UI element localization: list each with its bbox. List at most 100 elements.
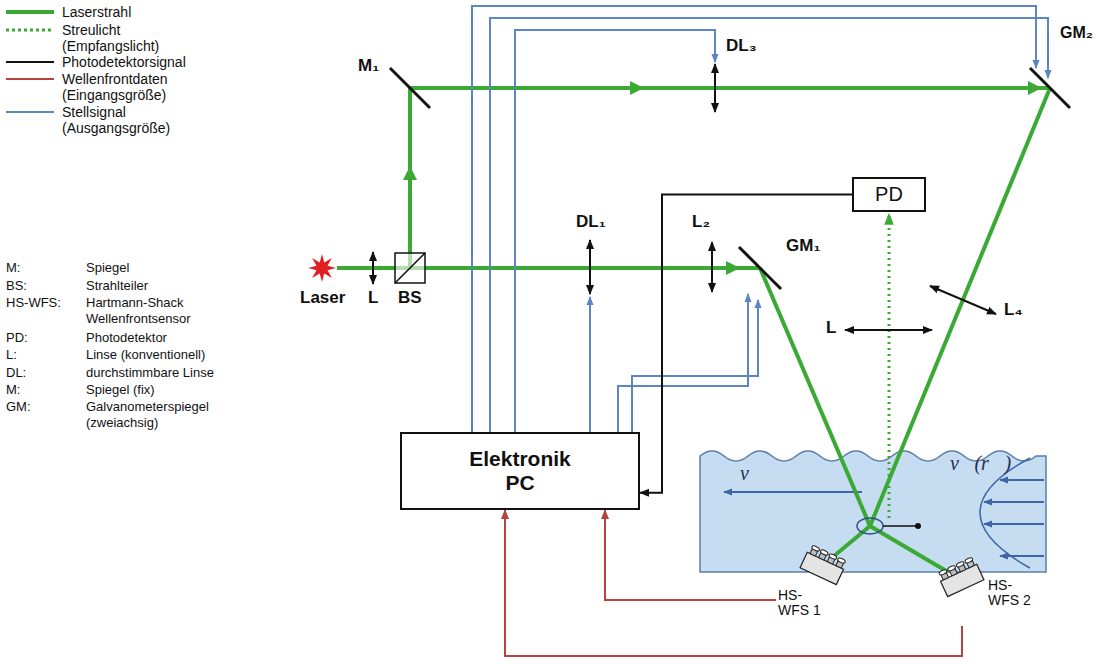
lenslet — [818, 549, 829, 561]
abbreviation-text: Photodetektor — [86, 330, 167, 346]
profile-arrow — [984, 523, 1044, 525]
photodetector-signal — [640, 195, 852, 493]
lenslet-lens — [828, 553, 837, 560]
abbreviation-key: DL: — [6, 365, 26, 381]
abbreviation-text: Linse (konventionell) — [86, 347, 205, 363]
component-label: GM₂ — [1060, 24, 1093, 42]
lenslet — [835, 557, 846, 569]
velocity-field-symbol: v⃗(r⃗) — [950, 452, 1011, 475]
beam-arrowhead — [630, 81, 644, 95]
lens-symbol — [372, 252, 374, 284]
abbreviation-text: Spiegel — [86, 260, 129, 276]
component-label: L₄ — [1004, 300, 1023, 320]
velocity-profile — [980, 458, 1030, 568]
legend-line-sample — [6, 78, 54, 80]
photodetector-box: PD — [852, 177, 926, 212]
laser-beams — [337, 88, 1050, 572]
beam-splitter — [395, 253, 425, 283]
lens-symbol — [930, 286, 996, 314]
control-wire — [618, 294, 748, 432]
abbreviation-key: L: — [6, 347, 17, 363]
wavefront-sensor: HS- WFS 1 — [776, 546, 862, 622]
abbreviation-text: Spiegel (fix) — [86, 382, 155, 398]
component-label: Laser — [300, 288, 345, 308]
legend-line-sample — [6, 111, 54, 113]
abbreviation-text: Strahlteiler — [86, 278, 148, 294]
sensor-body-group — [937, 556, 984, 596]
component-label: BS — [398, 288, 422, 308]
connector-group — [505, 195, 962, 657]
water-channel — [700, 451, 1046, 572]
sensor-body-group — [800, 544, 847, 584]
abbreviation-key: M: — [6, 382, 20, 398]
abbreviation-text: durchstimmbare Linse — [86, 365, 214, 381]
legend-text: Laserstrahl — [62, 4, 131, 20]
node-text: HS- WFS 1 — [778, 588, 826, 618]
galvo-mirror — [739, 247, 781, 289]
profile-arrow — [1000, 479, 1044, 481]
abbreviation-key: PD: — [6, 330, 28, 346]
abbreviation-key: M: — [6, 260, 20, 276]
laser-beam — [834, 88, 1050, 556]
lenses — [373, 64, 996, 330]
component-label: DL₃ — [726, 36, 757, 56]
lens-symbol — [711, 242, 713, 292]
lenslet-lens — [820, 549, 829, 556]
mirror — [390, 68, 430, 108]
legend-text: Streulicht (Empfangslicht) — [62, 22, 159, 54]
beam-arrowhead — [403, 166, 417, 180]
beam-arrowheads — [403, 81, 1042, 275]
legend-text: Photodetektorsignal — [62, 54, 186, 70]
legend-line-sample — [6, 61, 54, 63]
lenslet-lens — [837, 557, 846, 564]
lenslet — [809, 545, 820, 557]
profile-arrow — [984, 501, 1044, 503]
abbreviation-key: HS-WFS: — [6, 295, 61, 311]
component-label: DL₁ — [576, 212, 606, 232]
control-wire — [490, 18, 1048, 432]
lenslet-lens — [956, 561, 965, 568]
control-wire — [515, 30, 715, 432]
lens-symbol — [589, 240, 591, 294]
node-text: HS- WFS 2 — [988, 578, 1036, 608]
control-wire — [589, 297, 591, 432]
laser-source — [308, 254, 336, 282]
lenslet-lens — [939, 569, 948, 576]
node-text: PD — [875, 183, 903, 206]
control-wire — [632, 300, 758, 432]
position-line — [883, 525, 918, 527]
wavefront-data — [505, 510, 962, 656]
position-dot — [915, 523, 921, 529]
lenslet — [826, 553, 837, 565]
component-label: GM₁ — [786, 236, 820, 256]
component-label: L₂ — [692, 212, 710, 232]
component-label: L — [826, 318, 836, 338]
galvo-mirror — [1030, 68, 1070, 108]
abbreviation-key: BS: — [6, 278, 27, 294]
velocity-arrow — [724, 491, 862, 493]
electronics-box: Elektronik PC — [400, 432, 640, 510]
abbreviation-text: Galvanometerspiegel (zweiachsig) — [86, 399, 209, 431]
lenslet-lens — [811, 545, 820, 552]
beam-splitter-face — [395, 253, 425, 283]
measurement-volume — [857, 518, 883, 534]
abbreviation-key: GM: — [6, 399, 31, 415]
component-label: L — [368, 288, 378, 308]
scattered-light — [888, 214, 891, 518]
lens-symbol — [714, 64, 716, 112]
lenslet-lens — [947, 565, 956, 572]
node-text: Elektronik PC — [469, 447, 571, 495]
control-wire — [472, 6, 1036, 432]
lenslet-lens — [964, 557, 973, 564]
control-signals — [472, 6, 1048, 432]
legend-text: Stellsignal (Ausgangsgröße) — [62, 104, 170, 136]
legend-samples — [6, 12, 54, 112]
lens-symbol — [845, 329, 932, 331]
legend-line-sample — [6, 29, 54, 32]
wavefront-sensor-icon — [930, 556, 1034, 626]
laser-beam — [760, 268, 948, 572]
component-label: M₁ — [358, 56, 379, 76]
lenslet — [964, 557, 975, 569]
wavefront-sensor: HS- WFS 2 — [930, 556, 1034, 626]
